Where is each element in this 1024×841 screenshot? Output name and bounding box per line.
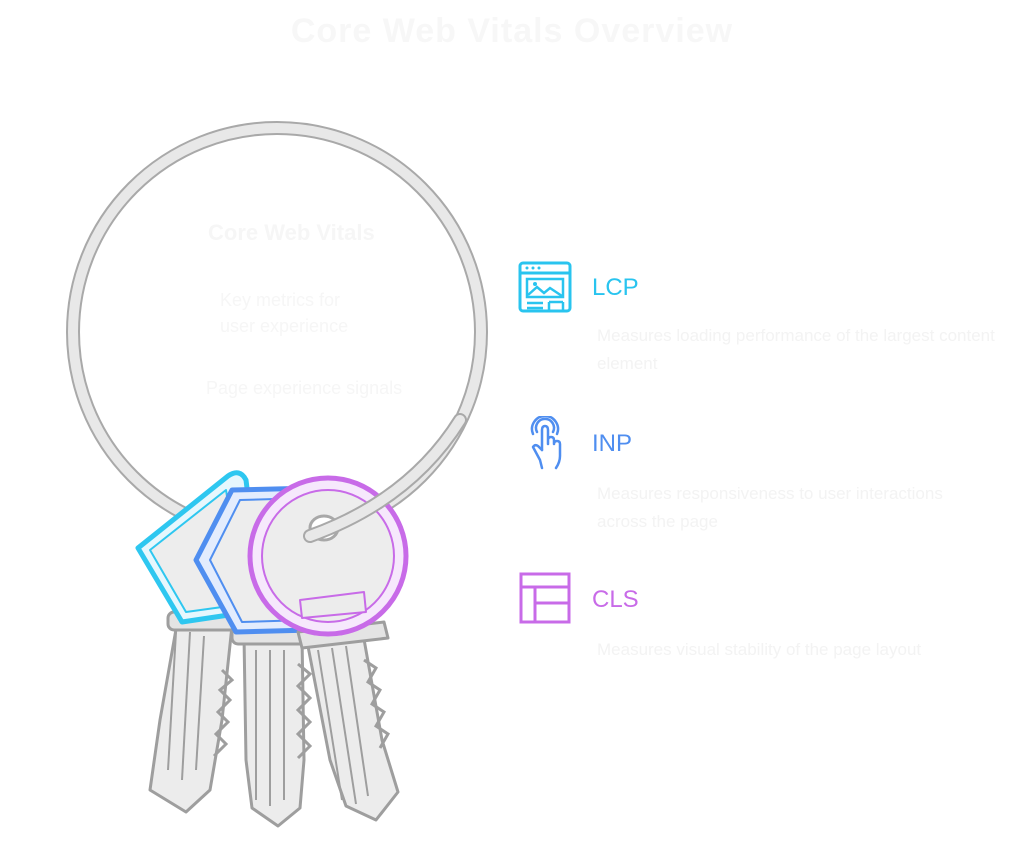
lcp-description: Measures loading performance of the larg… bbox=[597, 326, 995, 373]
ring-heading: Core Web Vitals bbox=[208, 220, 375, 245]
key-cls bbox=[247, 475, 409, 822]
ring-line-2: user experience bbox=[220, 316, 349, 336]
ring-line-1: Key metrics for bbox=[220, 290, 341, 310]
lcp-label: LCP bbox=[592, 274, 639, 301]
cls-label: CLS bbox=[592, 586, 639, 613]
inp-label: INP bbox=[592, 430, 633, 457]
ring-footer: Page experience signals bbox=[206, 378, 403, 398]
tap-hand-icon bbox=[526, 414, 566, 475]
layout-grid-icon bbox=[518, 571, 572, 630]
cls-description: Measures visual stability of the page la… bbox=[597, 640, 922, 659]
inp-description: Measures responsiveness to user interact… bbox=[597, 484, 943, 531]
page-title: Core Web Vitals Overview bbox=[290, 12, 734, 50]
webpage-image-icon bbox=[517, 260, 573, 319]
